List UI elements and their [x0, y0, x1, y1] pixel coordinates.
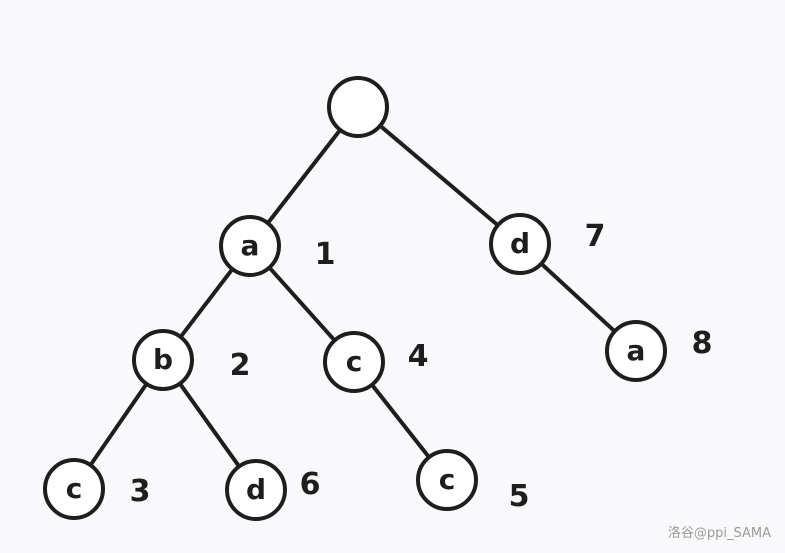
- trie-node: [323, 331, 385, 393]
- node-char: c: [66, 472, 83, 505]
- trie-node: [416, 449, 478, 511]
- trie-node: [132, 329, 194, 391]
- trie-edge: [267, 265, 337, 343]
- node-order-number: 2: [230, 348, 251, 383]
- trie-edge: [265, 127, 343, 226]
- node-order-number: 6: [300, 467, 321, 502]
- node-char: c: [346, 345, 363, 378]
- trie-node: [327, 76, 389, 138]
- node-char: c: [439, 463, 456, 496]
- trie-node: [225, 459, 287, 521]
- trie-edge: [178, 267, 235, 339]
- trie-edge: [369, 382, 432, 460]
- trie-edge: [88, 381, 149, 468]
- trie-node: [43, 458, 105, 520]
- trie-edge: [539, 261, 617, 334]
- trie-edge: [177, 381, 242, 469]
- watermark: 洛谷@ppi_SAMA: [667, 526, 771, 541]
- trie-edge: [378, 123, 500, 228]
- node-order-number: 1: [315, 237, 336, 272]
- node-order-number: 7: [585, 219, 606, 254]
- trie-node: [219, 215, 281, 277]
- node-order-number: 5: [509, 479, 530, 514]
- node-char: a: [241, 229, 260, 262]
- node-char: b: [153, 343, 173, 376]
- node-order-number: 4: [408, 339, 429, 374]
- node-char: a: [627, 334, 646, 367]
- node-order-number: 3: [130, 474, 151, 509]
- node-char: d: [510, 227, 530, 260]
- node-order-number: 8: [692, 326, 713, 361]
- node-char: d: [246, 473, 266, 506]
- trie-node: [489, 213, 551, 275]
- trie-node: [605, 320, 667, 382]
